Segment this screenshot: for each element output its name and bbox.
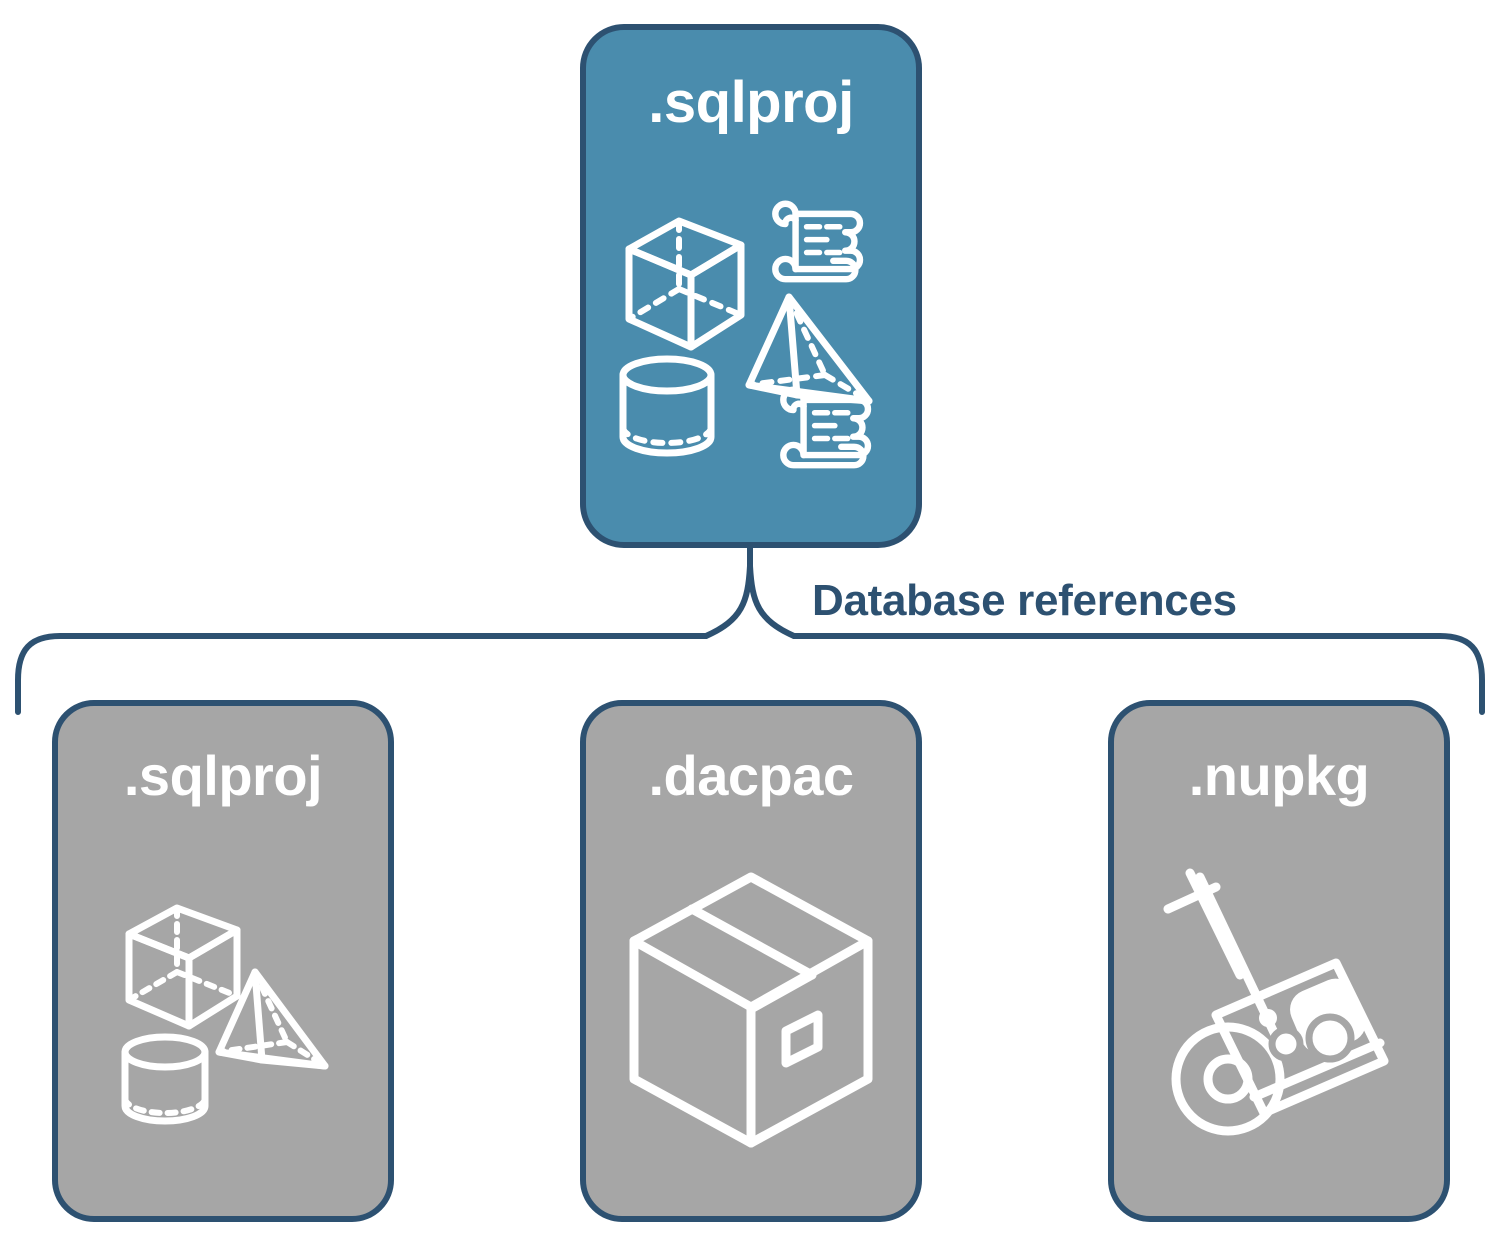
- hand-truck-package-icon: [1163, 868, 1389, 1136]
- pyramid-wireframe-icon: [215, 968, 329, 1070]
- node-title: .dacpac: [648, 744, 854, 807]
- cube-wireframe-icon: [125, 904, 241, 1030]
- node-card-child-dacpac[interactable]: .dacpac: [580, 700, 922, 1222]
- child-sqlproj-icon-cluster: [121, 904, 329, 1125]
- pyramid-wireframe-icon: [745, 293, 873, 405]
- node-card-root-sqlproj[interactable]: .sqlproj: [580, 24, 922, 548]
- node-title: .sqlproj: [123, 744, 323, 807]
- node-title: .nupkg: [1188, 744, 1370, 807]
- node-icon-group: [58, 804, 388, 1216]
- cylinder-wireframe-icon: [619, 355, 715, 457]
- brace-label: Database references: [812, 576, 1237, 625]
- shipping-box-icon: [629, 872, 873, 1148]
- root-icon-cluster: [619, 200, 873, 469]
- scroll-document-icon: [780, 386, 872, 469]
- node-card-child-nupkg[interactable]: .nupkg: [1108, 700, 1450, 1222]
- cube-wireframe-icon: [625, 217, 745, 351]
- cylinder-wireframe-icon: [121, 1033, 209, 1125]
- node-title: .sqlproj: [648, 70, 854, 135]
- node-icon-group: [586, 136, 916, 542]
- scroll-document-icon: [772, 200, 864, 283]
- node-card-child-sqlproj[interactable]: .sqlproj: [52, 700, 394, 1222]
- node-icon-group: [1114, 804, 1444, 1216]
- node-icon-group: [586, 804, 916, 1216]
